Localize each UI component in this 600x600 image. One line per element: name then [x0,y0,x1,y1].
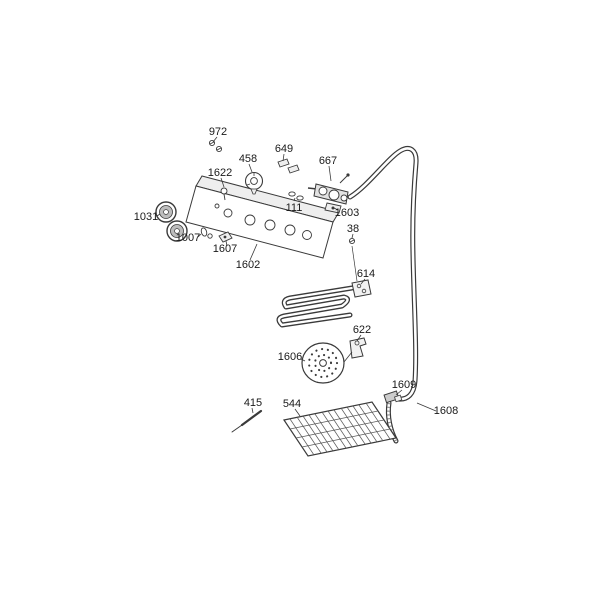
bracket-622 [349,337,367,359]
screw-38 [348,237,358,282]
disc-tab-line [343,351,353,363]
valve-lever [339,175,348,184]
screws-972 [208,139,223,153]
fittings-111 [288,191,304,201]
label-1608: 1608 [434,405,458,417]
label-415: 415 [244,397,262,409]
disc-hole-ring-outer [307,347,339,379]
screw-2-slot [216,147,222,151]
label-649: 649 [275,143,293,155]
hose-fitting-1609 [383,390,403,404]
fitting-2 [296,195,304,201]
label-1607: 1607 [213,243,237,255]
leader-lines [156,136,437,417]
clip-ring [207,233,213,239]
disc-hole-ring-inner [313,353,333,373]
dial-hub [250,177,258,185]
clip-1007 [200,227,213,239]
bracket-plate [349,337,367,359]
flange-hole [331,206,335,210]
flange-1603 [324,202,342,214]
clips-649 [277,158,300,174]
fitting-stem [394,394,403,403]
gas-valve-667 [307,173,350,205]
fitting-1 [288,191,296,197]
label-614: 614 [357,268,375,280]
probe-tip [231,424,243,433]
panel-hole-4 [284,224,296,236]
gas-hose-1608 [347,146,419,444]
washer [200,227,208,237]
control-panel-1602 [185,175,340,259]
panel-hole-1 [223,208,233,218]
label-972: 972 [209,126,227,138]
element-core [277,286,354,327]
label-1622: 1622 [208,167,232,179]
knob-1-center [163,209,169,215]
hose-tail-braid [387,402,398,442]
valve-port-3 [340,194,348,202]
panel-front-face [185,185,334,259]
panel-hole-5 [302,230,312,240]
label-1609: 1609 [392,379,416,391]
label-667: 667 [319,155,337,167]
dial-tab [250,188,258,195]
bracket-hole-2 [361,288,367,294]
probe-body [240,409,263,427]
panel-hole-2 [244,214,256,226]
screw-shaft [223,193,226,201]
part-labels: 972 458 1622 649 667 1031 1007 1607 111 … [134,126,458,417]
mounting-line [351,245,358,282]
label-1031: 1031 [134,211,158,223]
bracket-hole-1 [356,283,362,289]
probe-415 [231,409,263,433]
hose-core [348,147,418,401]
valve-port-1 [318,186,328,196]
label-1603: 1603 [335,207,359,219]
bracket-614 [351,279,372,298]
label-1007: 1007 [176,232,200,244]
bracket-hole [223,235,227,239]
screw-1622 [220,187,228,201]
panel-hole-3 [264,219,276,231]
screw-slot [349,239,355,243]
label-111: 111 [286,202,303,214]
disc-center-hole [319,359,327,367]
clip-2 [287,164,300,174]
bracket-plate [351,279,372,298]
knobs-1031 [155,201,188,242]
valve-port-2 [328,189,340,201]
label-1602: 1602 [236,259,260,271]
label-38: 38 [347,223,359,235]
screw-1-slot [209,141,215,145]
clip-1 [277,158,290,168]
grill-544 [283,401,397,457]
knob-2-center [174,228,180,234]
panel-hole-small [214,203,220,209]
label-544: 544 [283,398,301,410]
burner-disc-1606 [301,342,353,384]
dial-458 [244,171,264,195]
bake-element [276,285,355,328]
label-458: 458 [239,153,257,165]
screw-head [220,187,228,195]
label-1606: 1606 [278,351,302,363]
label-622: 622 [353,324,371,336]
bracket-1607 [218,231,233,243]
dial-tick-left [246,183,251,186]
valve-lever-knob [346,173,350,177]
grill-crossbars [289,410,391,448]
